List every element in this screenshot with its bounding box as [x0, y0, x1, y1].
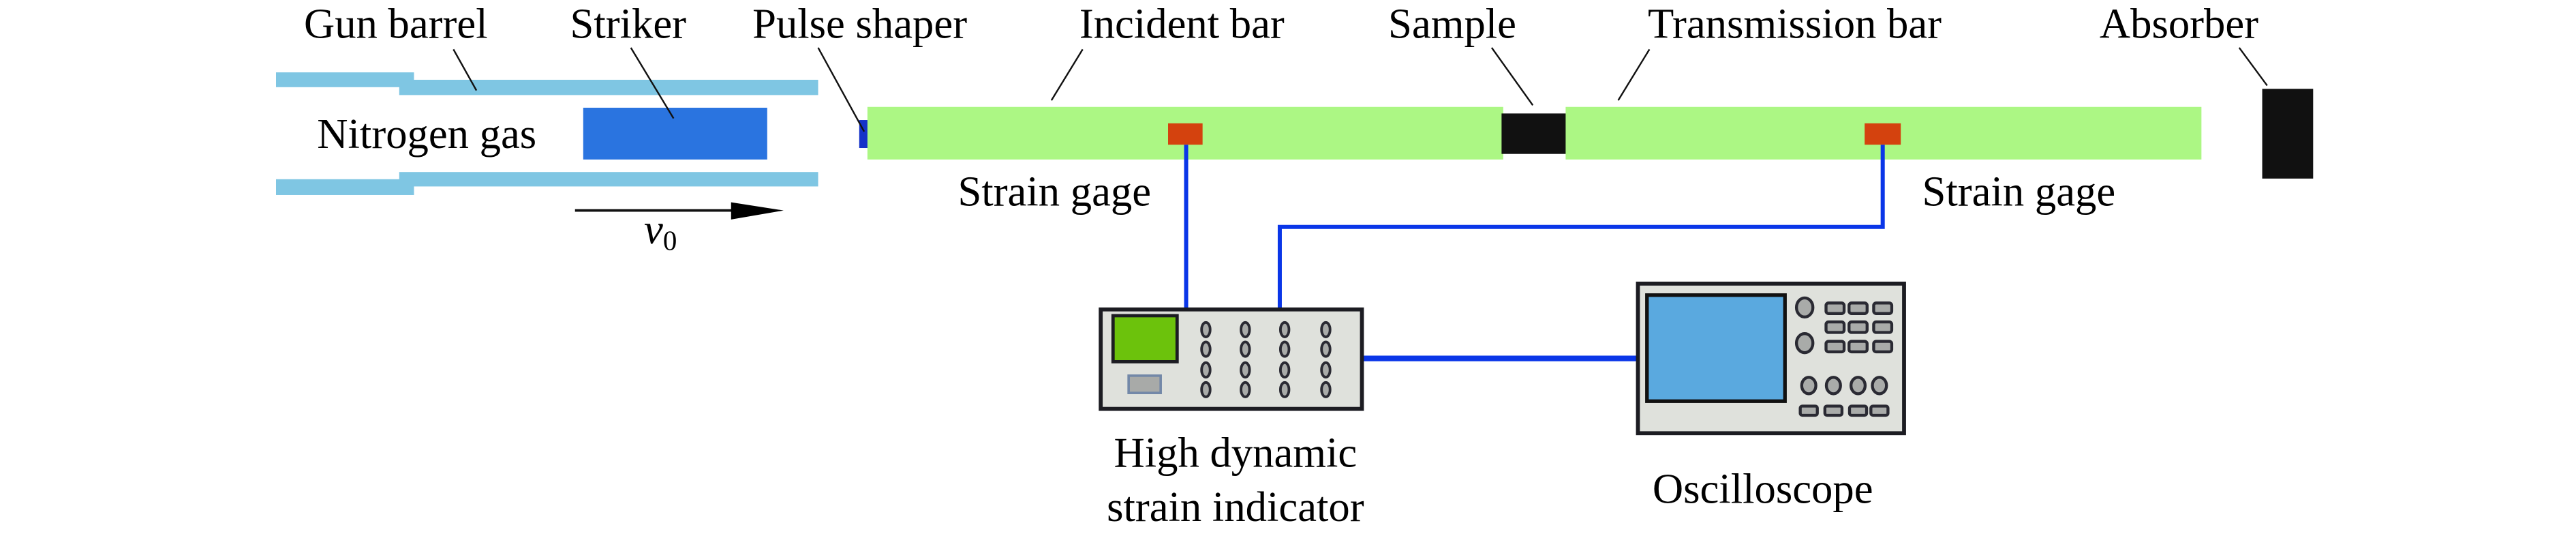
- knob-icon: [1320, 381, 1332, 398]
- leader-pulse-shaper: [817, 47, 865, 132]
- button-icon: [1872, 301, 1894, 315]
- knob-icon: [1278, 321, 1291, 338]
- knob-icon: [1240, 321, 1251, 338]
- oscilloscope: [1636, 282, 1906, 436]
- leader-absorber: [2238, 47, 2268, 87]
- button-icon: [1869, 404, 1890, 417]
- knob-icon: [1200, 381, 1212, 398]
- button-icon: [1824, 340, 1846, 354]
- button-icon: [1824, 320, 1846, 334]
- absorber: [2262, 89, 2314, 179]
- leader-transmission-bar: [1617, 48, 1651, 101]
- knob-icon: [1824, 376, 1842, 396]
- knob-icon: [1240, 361, 1251, 379]
- gun-barrel-upper: [399, 79, 818, 95]
- leader-lines: [453, 47, 2268, 132]
- indicator-screen: [1111, 314, 1179, 363]
- label-incident-bar: Incident bar: [1079, 0, 1285, 48]
- button-icon: [1872, 320, 1894, 334]
- arrow-head-icon: [731, 202, 784, 220]
- label-strain-gage-right: Strain gage: [1922, 167, 2116, 215]
- oscilloscope-screen: [1645, 293, 1787, 403]
- knob-icon: [1871, 376, 1888, 396]
- striker: [583, 107, 767, 160]
- sample: [1501, 113, 1567, 154]
- button-icon: [1798, 404, 1819, 417]
- button-icon: [1847, 404, 1869, 417]
- label-strain-gage-left: Strain gage: [957, 167, 1151, 215]
- knob-icon: [1794, 332, 1815, 355]
- knob-icon: [1200, 321, 1212, 338]
- strain-gage-left: [1168, 123, 1203, 145]
- knob-icon: [1200, 361, 1212, 379]
- knob-icon: [1800, 376, 1818, 396]
- label-strain-indicator-line1: High dynamic: [1114, 429, 1357, 477]
- knob-icon: [1849, 376, 1867, 396]
- button-icon: [1847, 320, 1869, 334]
- leader-sample: [1490, 47, 1534, 106]
- knob-icon: [1278, 361, 1291, 379]
- label-pulse-shaper: Pulse shaper: [752, 0, 967, 48]
- button-icon: [1823, 404, 1844, 417]
- leader-striker: [630, 47, 675, 119]
- leader-incident-bar: [1050, 48, 1084, 101]
- gun-barrel-upper-rear: [276, 72, 414, 87]
- knob-icon: [1240, 381, 1251, 398]
- button-icon: [1872, 340, 1894, 354]
- knob-icon: [1240, 340, 1251, 358]
- button-icon: [1847, 301, 1869, 315]
- label-nitrogen-gas: Nitrogen gas: [317, 110, 536, 158]
- knob-icon: [1278, 381, 1291, 398]
- label-sample: Sample: [1388, 0, 1516, 48]
- wire-transmission-gage: [1277, 145, 1885, 310]
- gun-barrel: [276, 72, 818, 195]
- button-icon: [1847, 340, 1869, 354]
- velocity-arrow: [574, 202, 784, 220]
- knob-icon: [1320, 340, 1332, 358]
- label-striker: Striker: [570, 0, 687, 48]
- label-gun-barrel: Gun barrel: [304, 0, 488, 48]
- label-absorber: Absorber: [2100, 0, 2258, 48]
- velocity-label: v0: [644, 205, 677, 256]
- knob-icon: [1320, 361, 1332, 379]
- gun-barrel-lower: [399, 172, 818, 187]
- strain-indicator: [1099, 307, 1364, 411]
- knob-icon: [1278, 340, 1291, 358]
- button-icon: [1824, 301, 1846, 315]
- label-oscilloscope: Oscilloscope: [1653, 465, 1873, 513]
- knob-icon: [1200, 340, 1212, 358]
- knob-icon: [1320, 321, 1332, 338]
- strain-gage-right: [1865, 123, 1901, 145]
- label-strain-indicator-line2: strain indicator: [1107, 483, 1364, 531]
- indicator-button: [1127, 374, 1162, 395]
- leader-gun-barrel: [453, 48, 478, 91]
- label-transmission-bar: Transmission bar: [1648, 0, 1942, 48]
- knob-icon: [1794, 296, 1815, 319]
- gun-barrel-lower-rear: [276, 179, 414, 195]
